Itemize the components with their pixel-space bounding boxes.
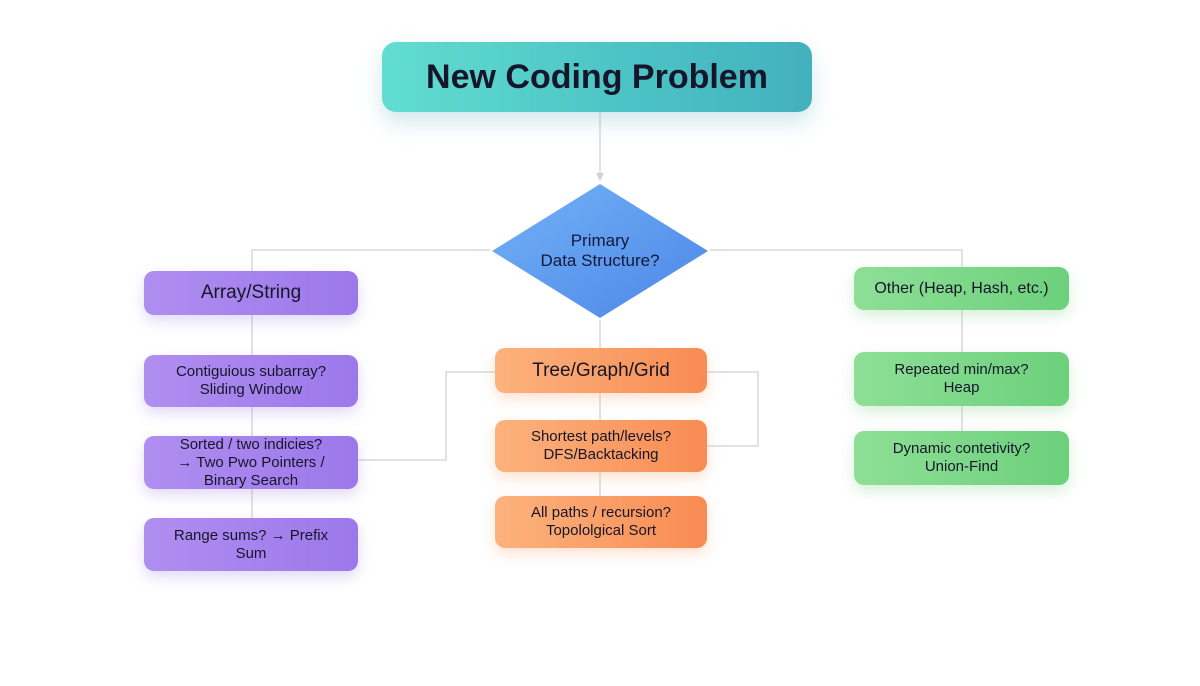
other-item-union-find: Dynamic contetivity? Union-Find (854, 431, 1069, 485)
tree-item-shortest-path: Shortest path/levels? DFS/Backtacking (495, 420, 707, 472)
array-item-prefix-sum-label: Range sums? → Prefix Sum (173, 526, 329, 562)
decision-label: Primary Data Structure? (540, 231, 660, 270)
array-item-sliding-window-label: Contiguious subarray? Sliding Window (175, 363, 327, 398)
title-node: New Coding Problem (382, 42, 812, 112)
connector-bracket-left (357, 371, 495, 461)
other-item-heap-label: Repeated min/max? Heap (894, 361, 1029, 396)
tree-item-all-paths: All paths / recursion? Topololgical Sort (495, 496, 707, 548)
other-item-heap: Repeated min/max? Heap (854, 352, 1069, 406)
decision-diamond-shape (492, 184, 708, 318)
title-label: New Coding Problem (426, 57, 768, 96)
branch-tree-graph-grid: Tree/Graph/Grid (495, 348, 707, 393)
branch-other: Other (Heap, Hash, etc.) (854, 267, 1069, 310)
connector-decision-other (710, 249, 963, 267)
tree-item-shortest-path-label: Shortest path/levels? DFS/Backtacking (530, 428, 672, 463)
branch-array-string: Array/String (144, 271, 358, 315)
decision-node: Primary Data Structure? (490, 182, 710, 320)
array-item-two-pointers-label: Sorted / two indicies? → Two Pwo Pointer… (177, 435, 325, 489)
branch-tree-graph-grid-label: Tree/Graph/Grid (532, 359, 670, 381)
branch-array-string-label: Array/String (200, 282, 302, 303)
array-item-two-pointers: Sorted / two indicies? → Two Pwo Pointer… (144, 436, 358, 489)
tree-item-all-paths-label: All paths / recursion? Topololgical Sort (530, 504, 672, 539)
connector-bracket-right (707, 371, 759, 447)
other-item-union-find-label: Dynamic contetivity? Union-Find (892, 440, 1031, 475)
branch-other-label: Other (Heap, Hash, etc.) (874, 279, 1049, 297)
connector-decision-array (251, 249, 490, 271)
array-item-prefix-sum: Range sums? → Prefix Sum (144, 518, 358, 571)
array-item-sliding-window: Contiguious subarray? Sliding Window (144, 355, 358, 407)
